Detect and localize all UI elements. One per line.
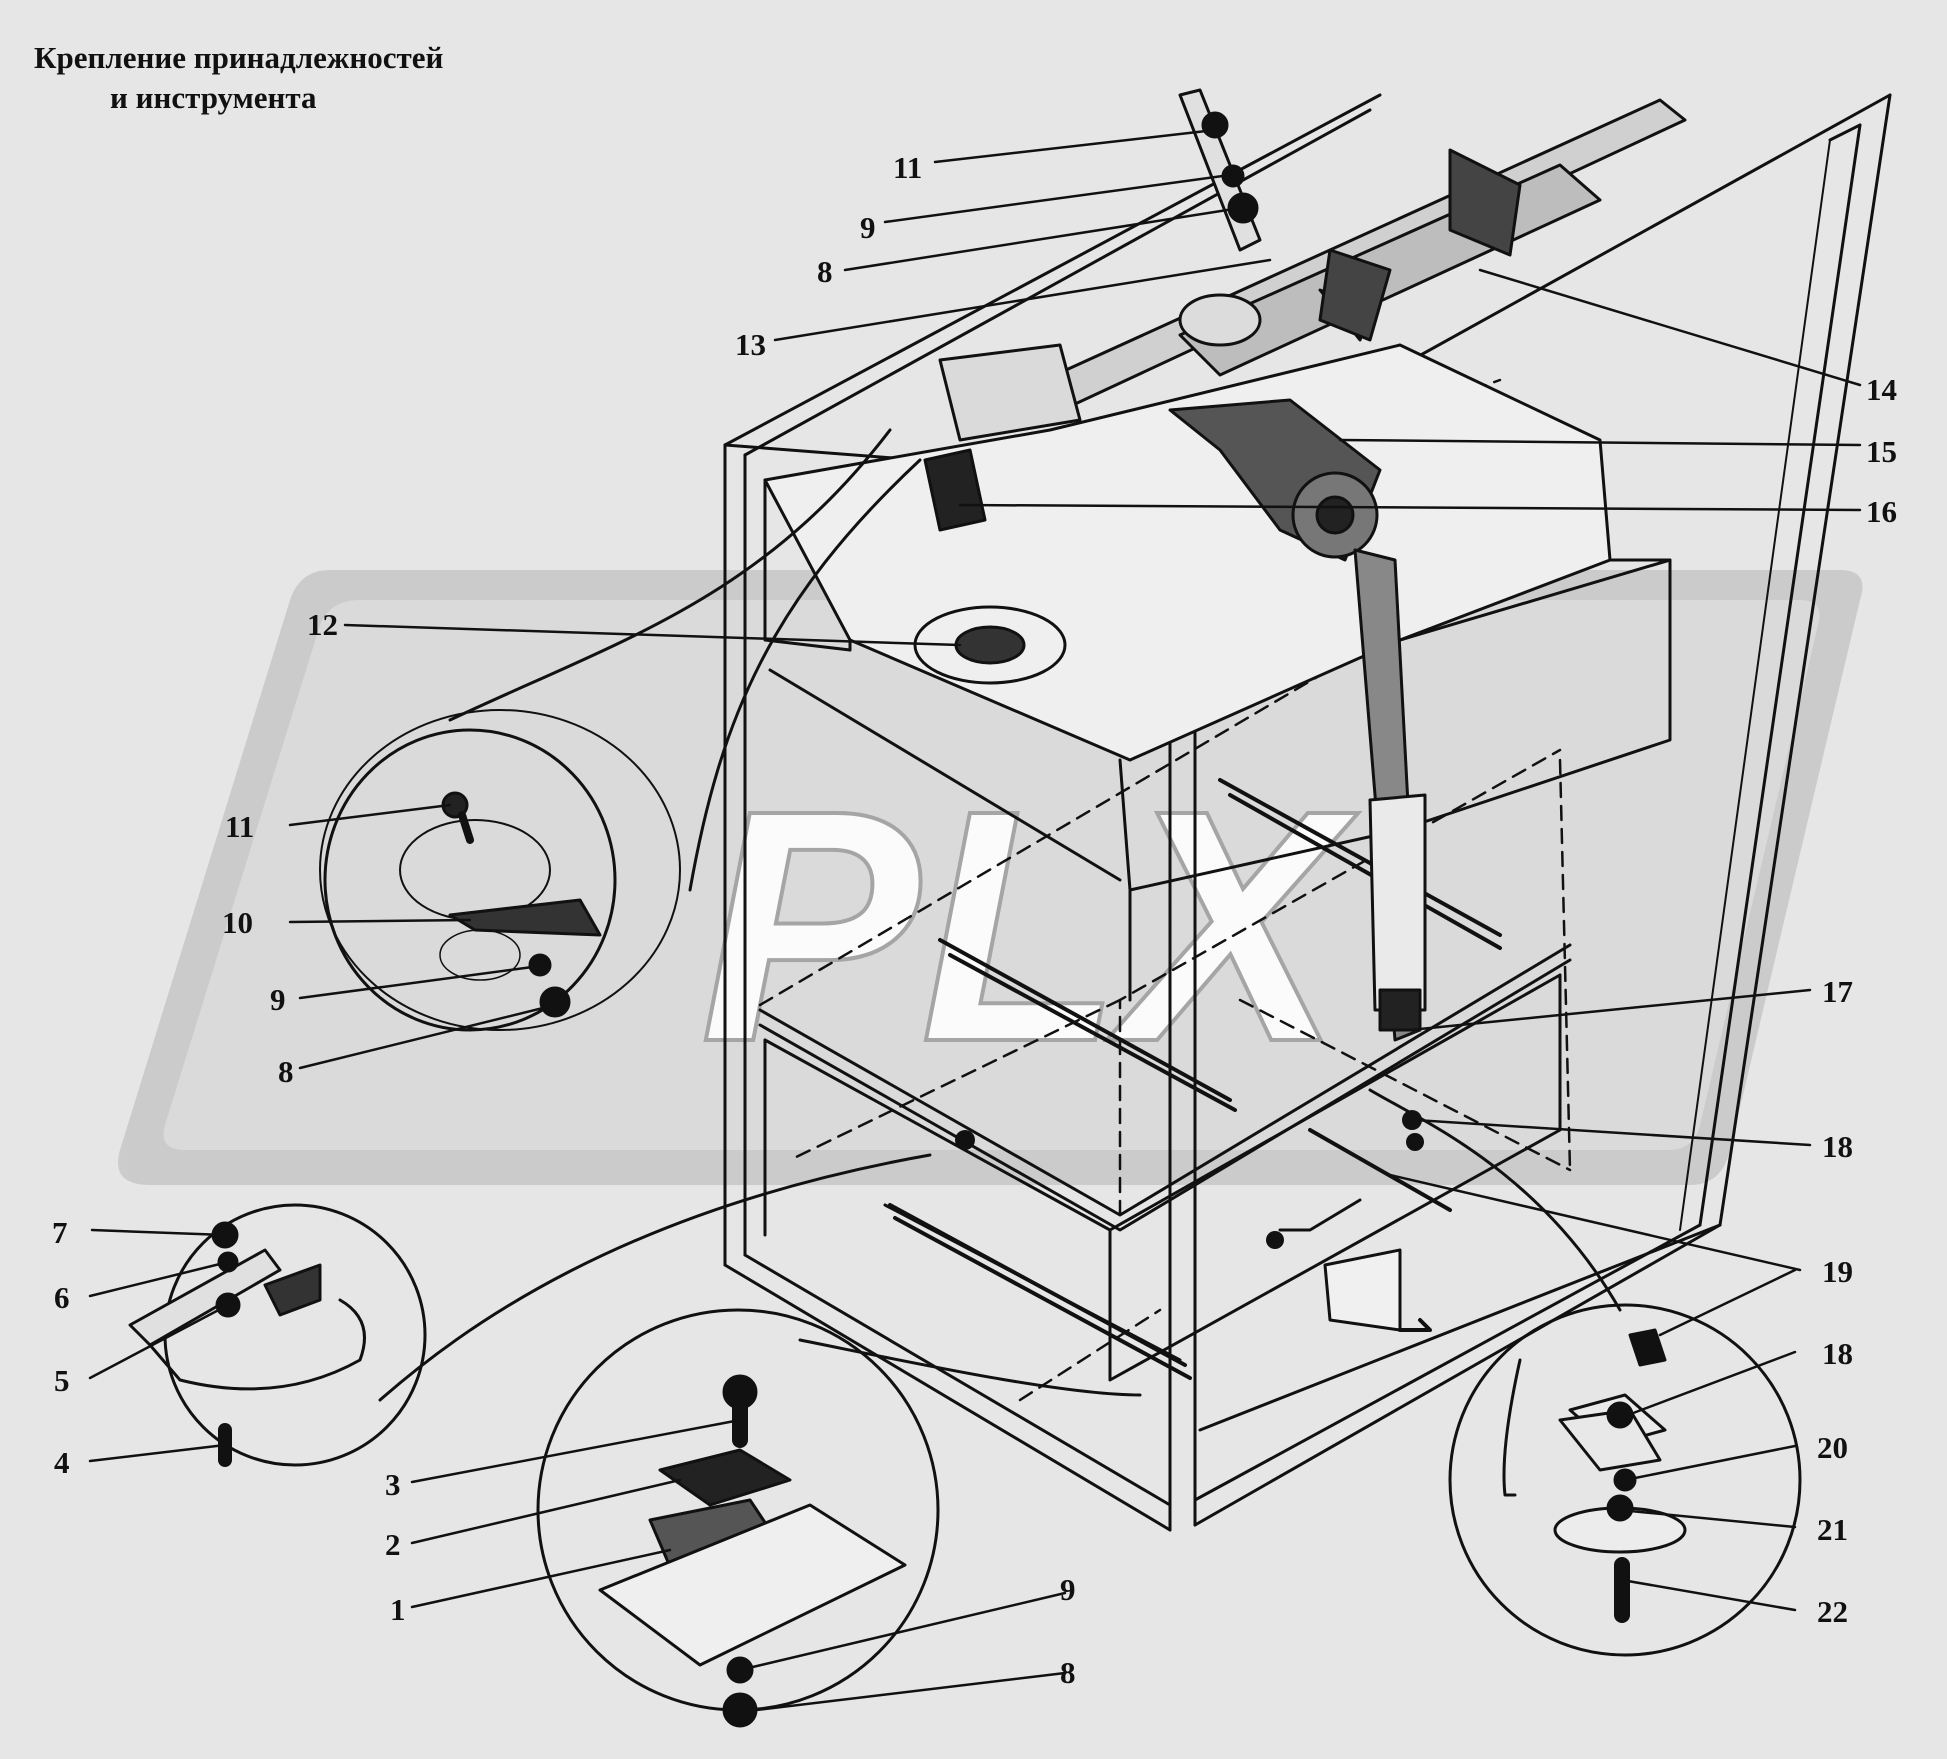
upper-toolbox	[763, 343, 1672, 1002]
callout-6: 6	[54, 1280, 70, 1315]
callout-8-top: 8	[817, 254, 833, 289]
callout-7: 7	[52, 1215, 68, 1250]
callout-22: 22	[1817, 1594, 1848, 1629]
callout-9-left: 9	[270, 982, 286, 1017]
callout-labels: 11 9 8 13 14 15 16 12 11 10 9 8 17 18 19…	[52, 150, 1897, 1690]
callout-21: 21	[1817, 1512, 1848, 1547]
top-bracket	[1178, 88, 1262, 252]
holding-strap	[1168, 398, 1427, 1042]
callout-13: 13	[735, 327, 766, 362]
title-line-1: Крепление принадлежностей	[34, 40, 444, 75]
callout-9-top: 9	[860, 210, 876, 245]
detail-circle-bottom	[536, 1308, 1142, 1728]
callout-1: 1	[390, 1592, 406, 1627]
callout-20: 20	[1817, 1430, 1848, 1465]
callout-18-detail: 18	[1822, 1336, 1853, 1371]
callout-12: 12	[307, 607, 338, 642]
callout-5: 5	[54, 1363, 70, 1398]
callout-19: 19	[1822, 1254, 1853, 1289]
detail-circle-lower-left	[128, 1153, 932, 1467]
callout-8-left: 8	[278, 1054, 294, 1089]
callout-14: 14	[1866, 372, 1897, 407]
title-line-2: и инструмента	[110, 80, 317, 115]
leader-lines	[88, 128, 1862, 1714]
callout-4: 4	[54, 1445, 70, 1480]
top-clamp-plate	[923, 343, 1082, 532]
callout-11-top: 11	[893, 150, 922, 185]
detail-circle-right	[1278, 1088, 1802, 1657]
mounting-rails	[888, 778, 1502, 1380]
callout-16: 16	[1866, 494, 1897, 529]
callout-2: 2	[385, 1527, 401, 1562]
watermark-text: PLX	[700, 741, 1359, 1110]
callout-8-bottom: 8	[1060, 1655, 1076, 1690]
callout-10: 10	[222, 905, 253, 940]
fastener-marks	[955, 1110, 1424, 1249]
callout-15: 15	[1866, 434, 1897, 469]
jack-tube	[998, 98, 1687, 427]
callout-11-left: 11	[225, 809, 254, 844]
callout-3: 3	[385, 1467, 401, 1502]
callout-18-main: 18	[1822, 1129, 1853, 1164]
callout-9-bottom: 9	[1060, 1572, 1076, 1607]
diagram-title: Крепление принадлежностей и инструмента	[34, 38, 443, 118]
callout-17: 17	[1822, 974, 1853, 1009]
